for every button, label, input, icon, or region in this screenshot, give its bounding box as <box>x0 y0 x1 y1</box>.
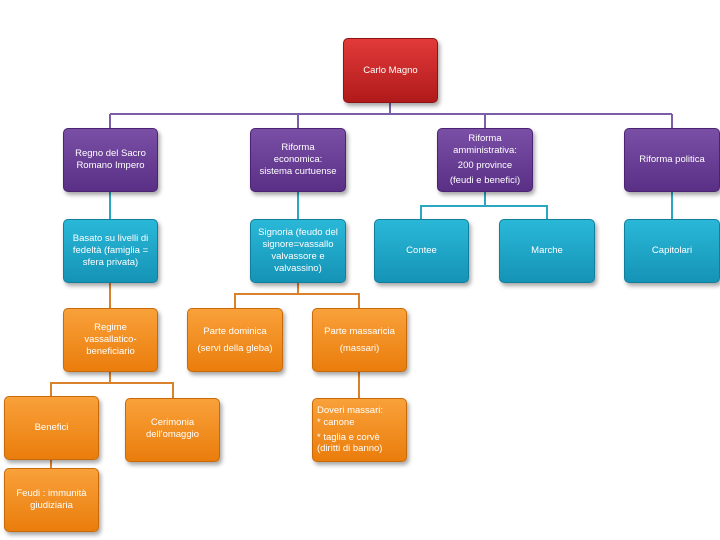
node-doveri-line-3: * taglia e corvè <box>317 431 380 443</box>
node-capitolari: Capitolari <box>624 219 720 283</box>
node-signoria-line-3: valvassore e <box>271 251 325 262</box>
node-regime-line-2: beneficiario <box>86 345 135 357</box>
connector-amm-trunk <box>420 192 548 219</box>
node-contee-label: Contee <box>406 245 437 257</box>
node-dominica-line-2: (servi della gleba) <box>197 342 273 354</box>
node-benefici-label: Benefici <box>34 422 69 434</box>
node-doveri-line-1: Doveri massari: <box>317 404 383 416</box>
node-massaricia-line-1: Parte massaricia <box>324 325 395 337</box>
node-parte-dominica: Parte dominica (servi della gleba) <box>187 308 283 372</box>
node-riforma-politica: Riforma politica <box>624 128 720 192</box>
node-regime-line-1: Regime vassallatico- <box>84 322 137 346</box>
node-riforma-economica: Riforma economica: sistema curtuense <box>250 128 346 192</box>
node-marche-label: Marche <box>531 245 563 257</box>
node-signoria-line-2: signore=vassallo <box>262 239 334 251</box>
node-cerimonia-omaggio: Cerimonia dell'omaggio <box>125 398 220 462</box>
node-carlo-magno-label: Carlo Magno <box>363 64 418 76</box>
node-riforma-amministrativa: Riforma amministrativa: 200 province (fe… <box>437 128 533 192</box>
node-doveri-line-4: (diritti di banno) <box>317 443 383 455</box>
node-doveri-massari: Doveri massari: * canone * taglia e corv… <box>312 398 407 462</box>
node-capitolari-label: Capitolari <box>651 245 693 257</box>
node-signoria-line-1: Signoria (feudo del <box>258 227 338 239</box>
node-parte-massaricia: Parte massaricia (massari) <box>312 308 407 372</box>
node-benefici: Benefici <box>4 396 99 460</box>
node-feudi-immunita: Feudi : immunità giudiziaria <box>4 468 99 532</box>
node-signoria-line-4: valvassino) <box>274 262 322 274</box>
connector-regime-split <box>50 372 174 398</box>
node-cerimonia-line-2: dell'omaggio <box>145 428 200 440</box>
node-massaricia-line-2: (massari) <box>339 342 380 354</box>
node-regno-line-1: Regno del Sacro <box>75 148 146 160</box>
node-doveri-line-2: * canone <box>317 416 355 428</box>
node-dominica-line-1: Parte dominica <box>203 325 267 337</box>
node-feudi-line-1: Feudi : immunità <box>16 488 87 500</box>
node-economica-line-2: sistema curtuense <box>259 165 337 177</box>
node-regno-line-2: Romano Impero <box>76 160 145 171</box>
node-signoria: Signoria (feudo del signore=vassallo val… <box>250 219 346 283</box>
node-amministrativa-line-4: (feudi e benefici) <box>449 174 521 186</box>
connector-signoria-split <box>234 283 360 308</box>
node-amministrativa-line-1: Riforma <box>468 133 502 145</box>
node-fedelta-line-2: fedeltà (famiglia = <box>72 245 149 257</box>
node-politica-line-1: Riforma politica <box>639 154 705 166</box>
node-cerimonia-line-1: Cerimonia <box>150 417 195 428</box>
node-fedelta-line-1: Basato su livelli di <box>72 233 149 245</box>
node-regno-sacro-romano-impero: Regno del Sacro Romano Impero <box>63 128 158 192</box>
node-amministrativa-line-3: 200 province <box>457 160 513 171</box>
node-feudi-line-2: giudiziaria <box>30 500 73 511</box>
node-carlo-magno: Carlo Magno <box>343 38 438 103</box>
node-basato-livelli-fedelta: Basato su livelli di fedeltà (famiglia =… <box>63 219 158 283</box>
node-contee: Contee <box>374 219 469 283</box>
node-marche: Marche <box>499 219 595 283</box>
node-amministrativa-line-2: amministrativa: <box>453 145 517 157</box>
node-fedelta-line-3: sfera privata) <box>82 256 139 268</box>
node-economica-line-1: Riforma economica: <box>273 142 323 166</box>
node-regime-vassallatico: Regime vassallatico- beneficiario <box>63 308 158 372</box>
